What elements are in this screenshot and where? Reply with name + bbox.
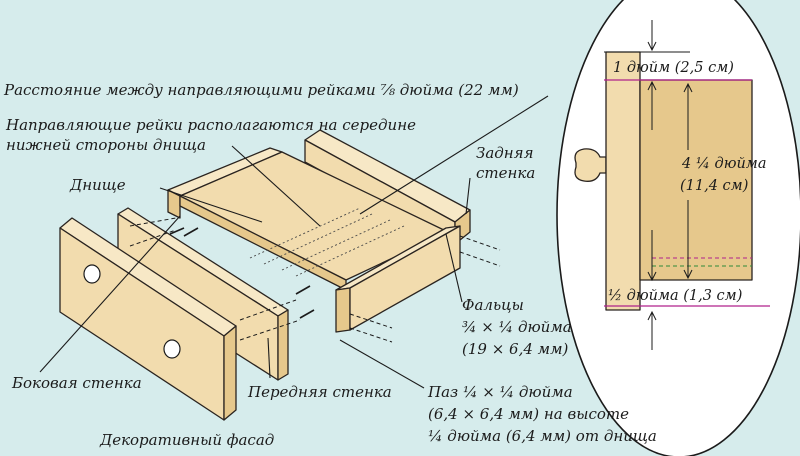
label-rabbets-line2: ¾ × ¼ дюйма (462, 318, 572, 336)
label-decorative-face: Декоративный фасад (99, 431, 274, 449)
screws (169, 227, 315, 319)
label-rails-line2: нижней стороны днища (6, 136, 206, 154)
label-groove-line2: (6,4 × 6,4 мм) на высоте (428, 405, 629, 423)
label-rabbets-line3: (19 × 6,4 мм) (462, 340, 569, 358)
label-front-wall: Передняя стенка (247, 383, 392, 401)
label-back-line1: Задняя (476, 144, 534, 162)
detail-height-line1: 4 ¼ дюйма (681, 156, 766, 172)
leader-lines (39, 95, 549, 389)
detail-magnifier: 1 дюйм (2,5 см) 4 ¼ дюйма (11,4 см) ½ дю… (556, 0, 800, 456)
label-side-wall: Боковая стенка (11, 374, 142, 392)
decorative-face (59, 217, 237, 421)
front-wall (117, 207, 289, 381)
label-rabbets-line1: Фальцы (462, 296, 524, 314)
detail-height-line2: (11,4 см) (680, 178, 748, 194)
detail-bottom-dimension: ½ дюйма (1,3 см) (608, 288, 742, 304)
knob-hole-icon (163, 339, 181, 359)
detail-side-board (639, 79, 753, 281)
label-back-line2: стенка (476, 164, 535, 182)
detail-top-dimension: 1 дюйм (2,5 см) (613, 60, 734, 76)
assembly-lines (129, 217, 501, 343)
label-groove-line1: Паз ¼ × ¼ дюйма (427, 383, 573, 401)
label-rails-line1: Направляющие рейки располагаются на сере… (5, 116, 416, 134)
label-groove-line3: ¼ дюйма (6,4 мм) от днища (428, 427, 657, 445)
knob-hole-icon (83, 264, 101, 284)
detail-face-board (605, 51, 641, 311)
label-bottom: Днище (69, 176, 126, 194)
label-rail-distance: Расстояние между направляющими рейками ⅞… (3, 81, 519, 99)
right-side-wall (335, 225, 461, 333)
